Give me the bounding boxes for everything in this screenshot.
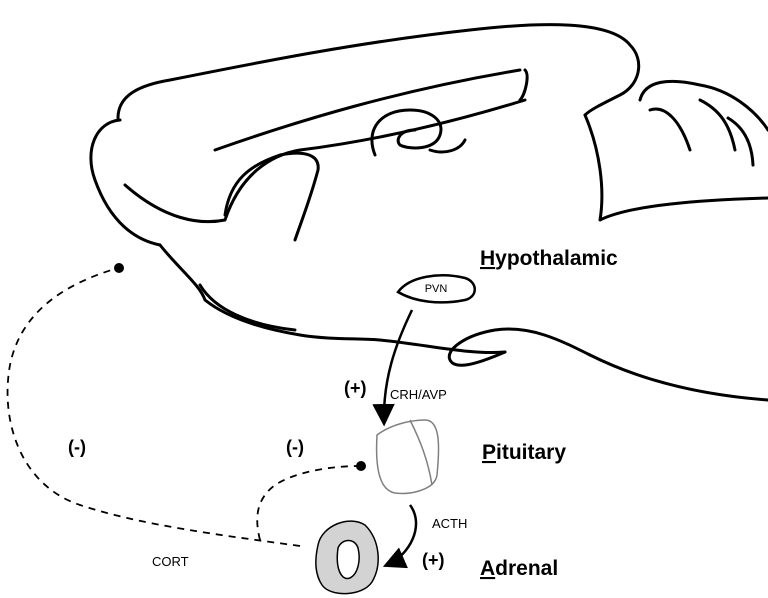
pituitary-label: Pituitary xyxy=(482,441,566,464)
brain-feedback-endpoint xyxy=(114,263,124,273)
hypothalamic-label: Hypothalamic xyxy=(480,247,618,270)
hypothalamic-initial: H xyxy=(480,247,495,270)
pituitary-shape xyxy=(377,420,439,493)
adrenal-label: Adrenal xyxy=(480,557,558,580)
cort-label: CORT xyxy=(152,554,189,569)
pituitary-minus-sign: (-) xyxy=(286,437,304,457)
pituitary-feedback-endpoint xyxy=(356,461,366,471)
pvn-label: PVN xyxy=(425,283,448,295)
acth-plus-sign: (+) xyxy=(422,550,445,570)
brain-minus-sign: (-) xyxy=(68,437,86,457)
hypothalamic-rest: ypothalamic xyxy=(495,247,618,270)
cort-feedback-brain-line xyxy=(8,268,300,546)
adrenal-rest: drenal xyxy=(495,557,558,580)
crh-plus-sign: (+) xyxy=(344,378,367,398)
adrenal-shape xyxy=(316,521,378,594)
pituitary-rest: ituitary xyxy=(496,441,566,464)
acth-label: ACTH xyxy=(432,516,467,531)
crh-avp-label: CRH/AVP xyxy=(390,387,447,402)
brain-outline xyxy=(91,25,768,400)
adrenal-initial: A xyxy=(480,557,495,580)
crh-arrow xyxy=(384,310,412,422)
pituitary-initial: P xyxy=(482,441,496,464)
acth-arrow xyxy=(387,505,416,565)
